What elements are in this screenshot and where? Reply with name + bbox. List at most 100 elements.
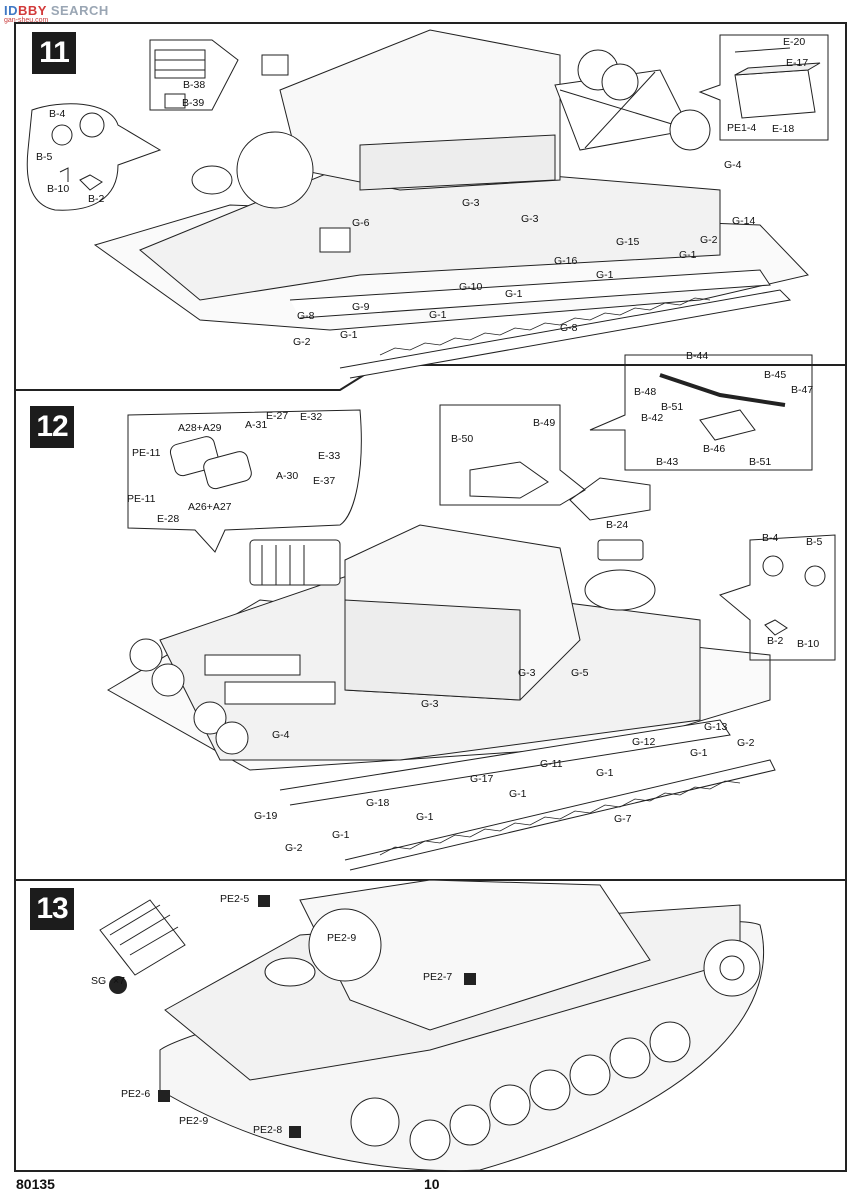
step12-detail-bubble-jack [589, 354, 813, 471]
part-label-s11-12: G-3 [521, 213, 539, 225]
part-label-s11-11: G-6 [352, 217, 370, 229]
part-label-s12-18: B-42 [641, 412, 663, 424]
step12-detail-bubble-b4 [718, 534, 836, 661]
part-label-s11-21: G-1 [505, 288, 523, 300]
step12-detail-bubble-tow [439, 404, 586, 506]
part-label-s12-10: E-28 [157, 513, 179, 525]
part-label-s13-7: PE2-8 [253, 1124, 282, 1136]
part-label-s12-5: E-33 [318, 450, 340, 462]
step11-detail-bubble-b38 [149, 39, 239, 111]
part-label-s11-2: B-4 [49, 108, 66, 120]
part-label-s12-29: G-3 [421, 698, 439, 710]
kit-number: 80135 [16, 1176, 55, 1192]
divider-step-11-12 [16, 364, 846, 391]
step11-detail-bubble-b4 [26, 103, 162, 211]
part-label-s11-9: E-18 [772, 123, 794, 135]
part-label-s12-41: G-1 [416, 811, 434, 823]
step-number-12: 12 [30, 406, 74, 448]
part-label-s11-20: G-10 [459, 281, 483, 293]
part-label-s11-27: G-8 [560, 322, 578, 334]
part-label-s12-34: G-1 [690, 747, 708, 759]
part-label-s12-30: G-13 [704, 721, 728, 733]
part-label-s12-12: B-49 [533, 417, 555, 429]
part-label-s13-0: PE2-5 [220, 893, 249, 905]
part-label-s11-14: G-14 [732, 215, 756, 227]
step13-superstructure [299, 879, 651, 1031]
part-label-s11-13: G-4 [724, 159, 742, 171]
part-label-s12-11: B-50 [451, 433, 473, 445]
part-label-s12-3: E-32 [300, 411, 322, 423]
part-label-s11-4: B-10 [47, 183, 69, 195]
part-label-s13-6: PE2-9 [179, 1115, 208, 1127]
part-label-s13-2: SG [91, 975, 106, 987]
part-label-s11-17: G-16 [554, 255, 578, 267]
part-label-s12-4: PE-11 [132, 447, 161, 459]
part-label-s11-6: E-20 [783, 36, 805, 48]
step13-sprocket [703, 939, 761, 997]
part-label-s12-22: B-24 [606, 519, 628, 531]
step13-spare-track [99, 899, 186, 976]
part-label-s13-3: ×7 [113, 975, 125, 987]
part-label-s11-1: B-39 [182, 97, 204, 109]
part-label-s11-0: B-38 [183, 79, 205, 91]
part-label-s12-21: B-51 [749, 456, 771, 468]
page-number: 10 [424, 1176, 440, 1192]
step-12-drawing [107, 477, 776, 871]
part-label-s12-0: A28+A29 [178, 422, 222, 434]
part-label-s12-38: G-1 [509, 788, 527, 800]
part-label-s12-42: G-7 [614, 813, 632, 825]
part-label-s11-8: PE1-4 [727, 122, 756, 134]
watermark: IDBBY SEARCH gan-sheu.com [4, 3, 109, 24]
part-label-s12-13: B-44 [686, 350, 708, 362]
part-label-s12-19: B-46 [703, 443, 725, 455]
watermark-part2: BBY [18, 3, 47, 18]
part-label-s12-35: G-11 [540, 758, 563, 770]
part-label-s12-16: B-47 [791, 384, 813, 396]
part-label-s11-16: G-2 [700, 234, 718, 246]
part-label-s12-44: G-2 [285, 842, 303, 854]
step11-mantlet [236, 131, 314, 209]
part-label-s12-24: B-5 [806, 536, 823, 548]
part-label-s13-4: PE2-7 [423, 971, 452, 983]
step11-gun-muzzle [191, 165, 233, 195]
part-label-s12-15: B-48 [634, 386, 656, 398]
step-number-13: 13 [30, 888, 74, 930]
part-label-s12-2: E-27 [266, 410, 288, 422]
part-label-s12-40: G-19 [254, 810, 278, 822]
part-label-s11-18: G-1 [596, 269, 614, 281]
step-13-drawing [99, 879, 764, 1172]
part-label-s12-39: G-18 [366, 797, 390, 809]
part-label-s12-31: G-4 [272, 729, 290, 741]
watermark-sub: gan-sheu.com [4, 17, 49, 24]
part-label-s12-20: B-43 [656, 456, 678, 468]
step13-quantity-badge [109, 976, 127, 994]
part-label-s12-1: A-31 [245, 419, 267, 431]
part-label-s12-9: A26+A27 [188, 501, 232, 513]
step11-detail-bubble-e17 [698, 34, 829, 141]
part-label-s11-24: G-1 [429, 309, 447, 321]
part-label-s12-36: G-1 [596, 767, 614, 779]
part-label-s12-23: B-4 [762, 532, 779, 544]
part-label-s11-22: G-9 [352, 301, 370, 313]
instruction-frame [14, 22, 847, 1172]
part-label-s13-1: PE2-9 [327, 932, 356, 944]
step12-exhaust [249, 539, 341, 586]
part-label-s12-43: G-1 [332, 829, 350, 841]
part-label-s12-37: G-17 [470, 773, 494, 785]
part-label-s12-8: PE-11 [127, 493, 156, 505]
step-number-11: 11 [32, 32, 76, 74]
part-label-s11-15: G-15 [616, 236, 640, 248]
part-label-s12-7: E-37 [313, 475, 335, 487]
part-label-s12-28: G-5 [571, 667, 589, 679]
part-label-s12-32: G-12 [632, 736, 656, 748]
part-label-s11-3: B-5 [36, 151, 53, 163]
part-label-s11-26: G-2 [293, 336, 311, 348]
part-label-s12-14: B-45 [764, 369, 786, 381]
part-label-s12-33: G-2 [737, 737, 755, 749]
part-label-s12-27: G-3 [518, 667, 536, 679]
part-label-s11-19: G-1 [679, 249, 697, 261]
part-label-s12-25: B-2 [767, 635, 784, 647]
watermark-part3: SEARCH [50, 3, 109, 18]
part-label-s13-5: PE2-6 [121, 1088, 150, 1100]
